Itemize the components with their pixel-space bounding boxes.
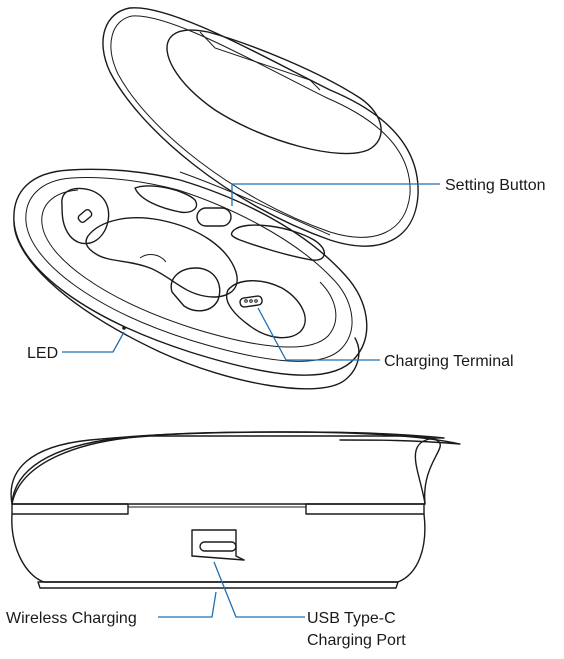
wireless-charging-label: Wireless Charging bbox=[6, 610, 137, 627]
charging-terminal-label: Charging Terminal bbox=[384, 353, 514, 370]
case-base bbox=[13, 168, 368, 390]
closed-case bbox=[10, 431, 461, 589]
usb-type-c-port bbox=[191, 529, 245, 561]
led-leader bbox=[62, 331, 125, 353]
led-label: LED bbox=[27, 345, 58, 362]
charging-terminal-leader bbox=[257, 307, 380, 361]
usb-type-c-leader bbox=[213, 561, 305, 618]
charging-terminal-left bbox=[77, 208, 93, 224]
usb-type-c-label: USB Type-C bbox=[307, 610, 396, 627]
led-dot bbox=[122, 326, 126, 330]
charging-terminal-right bbox=[239, 295, 263, 308]
case-lid bbox=[102, 7, 419, 247]
setting-button-shape bbox=[196, 207, 232, 227]
open-case bbox=[13, 7, 419, 390]
wireless-charging-leader bbox=[158, 591, 217, 618]
setting-button-leader bbox=[231, 183, 440, 206]
charging-port-label: Charging Port bbox=[307, 632, 406, 649]
setting-button-label: Setting Button bbox=[445, 177, 546, 194]
